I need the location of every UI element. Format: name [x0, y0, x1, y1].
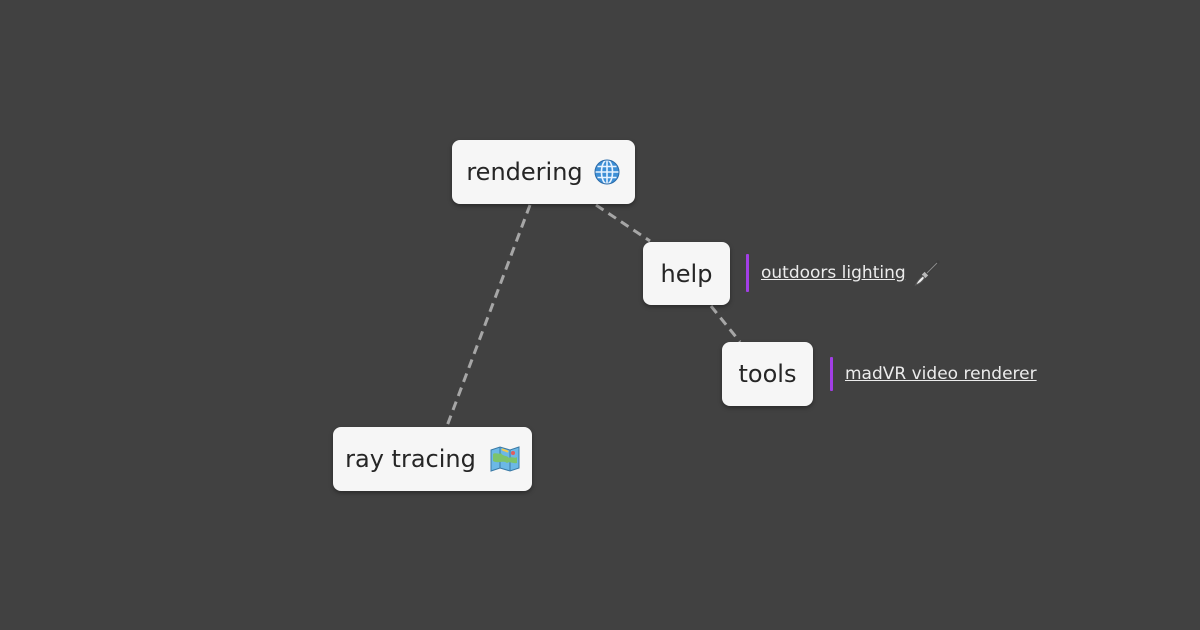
node-rendering-label: rendering [466, 158, 583, 186]
node-tools[interactable]: tools [722, 342, 813, 406]
note-accent-bar [830, 357, 833, 391]
node-rendering[interactable]: rendering [452, 140, 635, 204]
edge-rendering-ray-tracing [445, 204, 532, 427]
node-help-label: help [660, 259, 713, 288]
edge-help-tools [709, 305, 742, 343]
link-madvr-video-renderer[interactable]: madVR video renderer [845, 364, 1037, 384]
node-ray-tracing[interactable]: ray tracing [333, 427, 532, 491]
node-tools-label: tools [738, 360, 797, 388]
note-accent-bar [746, 254, 749, 292]
note-help: outdoors lighting [746, 254, 942, 292]
globe-icon [593, 158, 621, 186]
node-ray-tracing-label: ray tracing [345, 445, 476, 473]
map-icon [490, 445, 520, 473]
link-outdoors-lighting[interactable]: outdoors lighting [761, 263, 906, 283]
node-help[interactable]: help [643, 242, 730, 305]
edge-rendering-help [595, 203, 651, 243]
paintbrush-icon [912, 258, 942, 288]
note-tools: madVR video renderer [830, 357, 1037, 391]
